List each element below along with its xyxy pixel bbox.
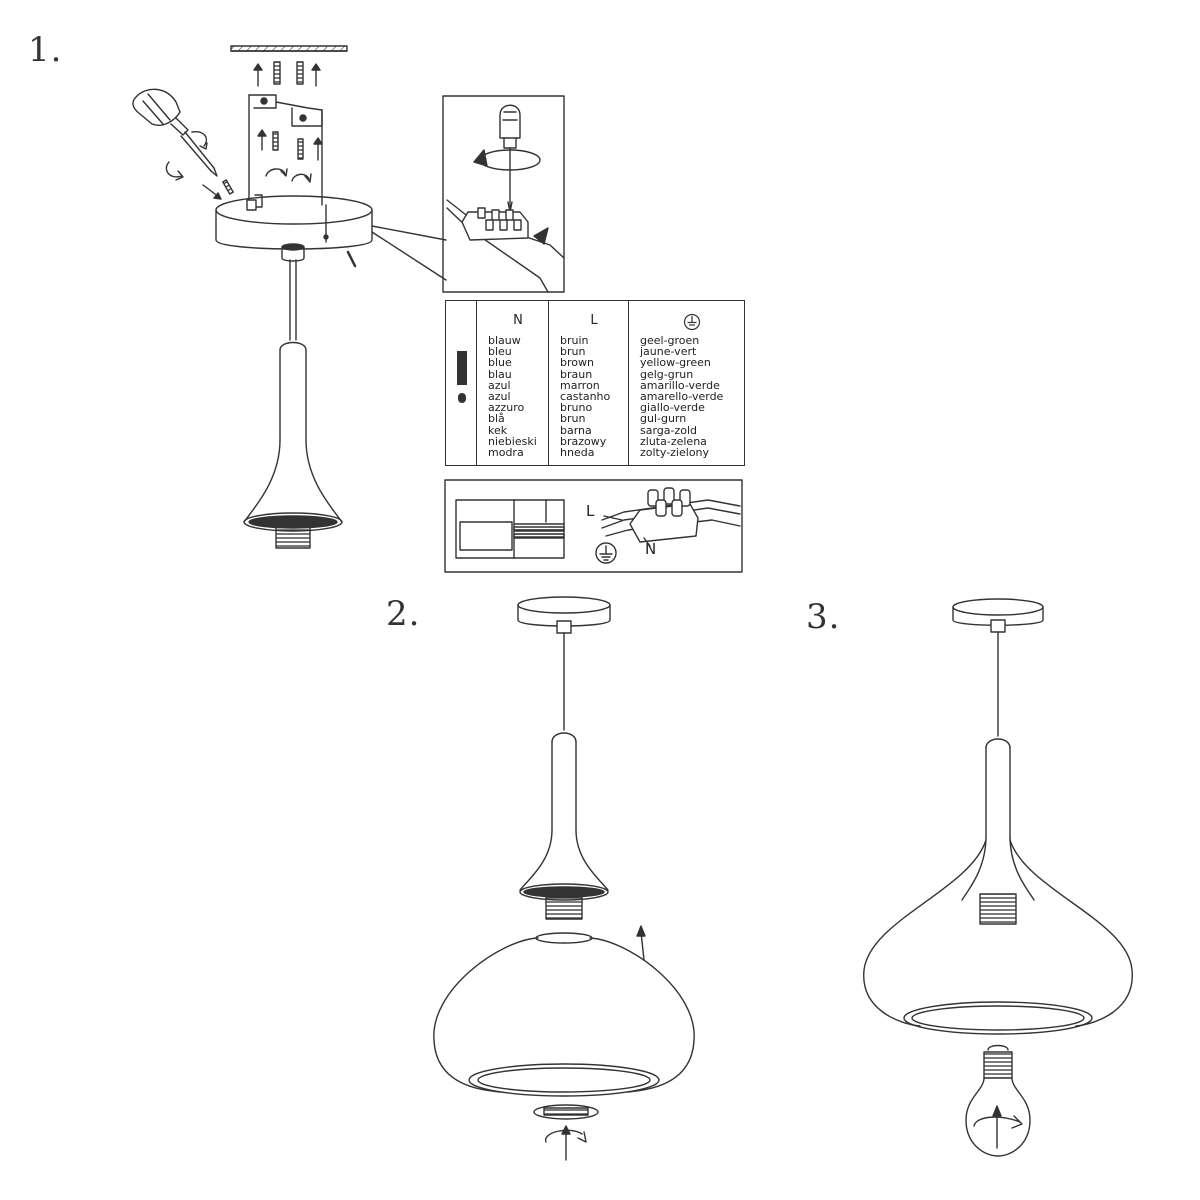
- neutral-color: blå: [488, 412, 505, 426]
- neutral-color: kek: [488, 423, 508, 437]
- ceiling: [230, 45, 348, 52]
- live-column: L bruin brun brown braun marron castanho…: [560, 301, 628, 465]
- live-color: brun: [560, 412, 586, 426]
- live-color: brazowy: [560, 434, 607, 448]
- neutral-color: blau: [488, 367, 512, 381]
- earth-ground-icon: [595, 542, 617, 564]
- ceiling-canopy: [215, 195, 373, 250]
- mounting-bracket: [248, 94, 323, 208]
- neutral-header: N: [513, 313, 523, 328]
- earth-color: sarga-zold: [640, 423, 698, 437]
- screwdriver: [132, 88, 218, 181]
- step2-shade-ring: [533, 1104, 599, 1161]
- step-number-2: 2.: [386, 594, 421, 634]
- neutral-color: blauw: [488, 334, 521, 347]
- earth-header: [640, 313, 744, 331]
- neutral-color: modra: [488, 446, 524, 460]
- wiring-detail-box: [444, 479, 743, 573]
- pendant-fixture: [243, 243, 343, 549]
- exclamation-icon: [457, 351, 467, 403]
- step3-glass-shade: [863, 839, 1133, 1035]
- live-color: braun: [560, 367, 593, 381]
- earth-color: zluta-zelena: [640, 434, 707, 448]
- earth-color: zolty-zielony: [640, 446, 710, 460]
- earth-color: amarillo-verde: [640, 378, 720, 392]
- live-color: brown: [560, 356, 594, 370]
- wire-color-table: N blauw bleu blue blau azul azul azzuro …: [445, 300, 745, 466]
- earth-color: jaune-vert: [640, 345, 697, 359]
- live-wire-label: L: [586, 502, 595, 520]
- step2-lamp-holder: [519, 732, 609, 920]
- step2-glass-shade: [433, 925, 695, 1097]
- earth-column: geel-groen jaune-vert yellow-green gelg-…: [640, 301, 744, 465]
- earth-color: gelg-grun: [640, 367, 694, 381]
- earth-color: giallo-verde: [640, 401, 705, 415]
- earth-color: gul-gurn: [640, 412, 687, 426]
- neutral-color: niebieski: [488, 434, 537, 448]
- neutral-color: blue: [488, 356, 512, 370]
- neutral-color: bleu: [488, 345, 512, 359]
- live-color: bruin: [560, 334, 589, 347]
- neutral-column: N blauw bleu blue blau azul azul azzuro …: [488, 301, 548, 465]
- live-color: hneda: [560, 446, 595, 460]
- neutral-color: azzuro: [488, 401, 525, 415]
- step2-canopy: [517, 596, 611, 731]
- live-color: barna: [560, 423, 592, 437]
- step-number-1: 1.: [28, 30, 63, 70]
- neutral-wire-label: N: [645, 540, 657, 558]
- zoom-callout: [371, 95, 565, 293]
- earth-color: geel-groen: [640, 334, 700, 347]
- neutral-color: azul: [488, 378, 511, 392]
- step3-canopy: [952, 598, 1044, 737]
- live-color: bruno: [560, 401, 593, 415]
- live-color: brun: [560, 345, 586, 359]
- step3-light-bulb: [965, 1044, 1031, 1157]
- live-color: castanho: [560, 390, 611, 404]
- step-number-3: 3.: [806, 597, 841, 637]
- bracket-screws: [257, 129, 323, 183]
- earth-color: amarello-verde: [640, 390, 724, 404]
- neutral-color: azul: [488, 390, 511, 404]
- wall-anchors: [253, 61, 321, 87]
- earth-color: yellow-green: [640, 356, 711, 370]
- earth-ground-icon: [683, 313, 701, 331]
- live-header: L: [590, 313, 598, 328]
- step3-lamp-holder: [961, 738, 1035, 925]
- live-color: marron: [560, 378, 600, 392]
- fixing-screws: [202, 179, 357, 268]
